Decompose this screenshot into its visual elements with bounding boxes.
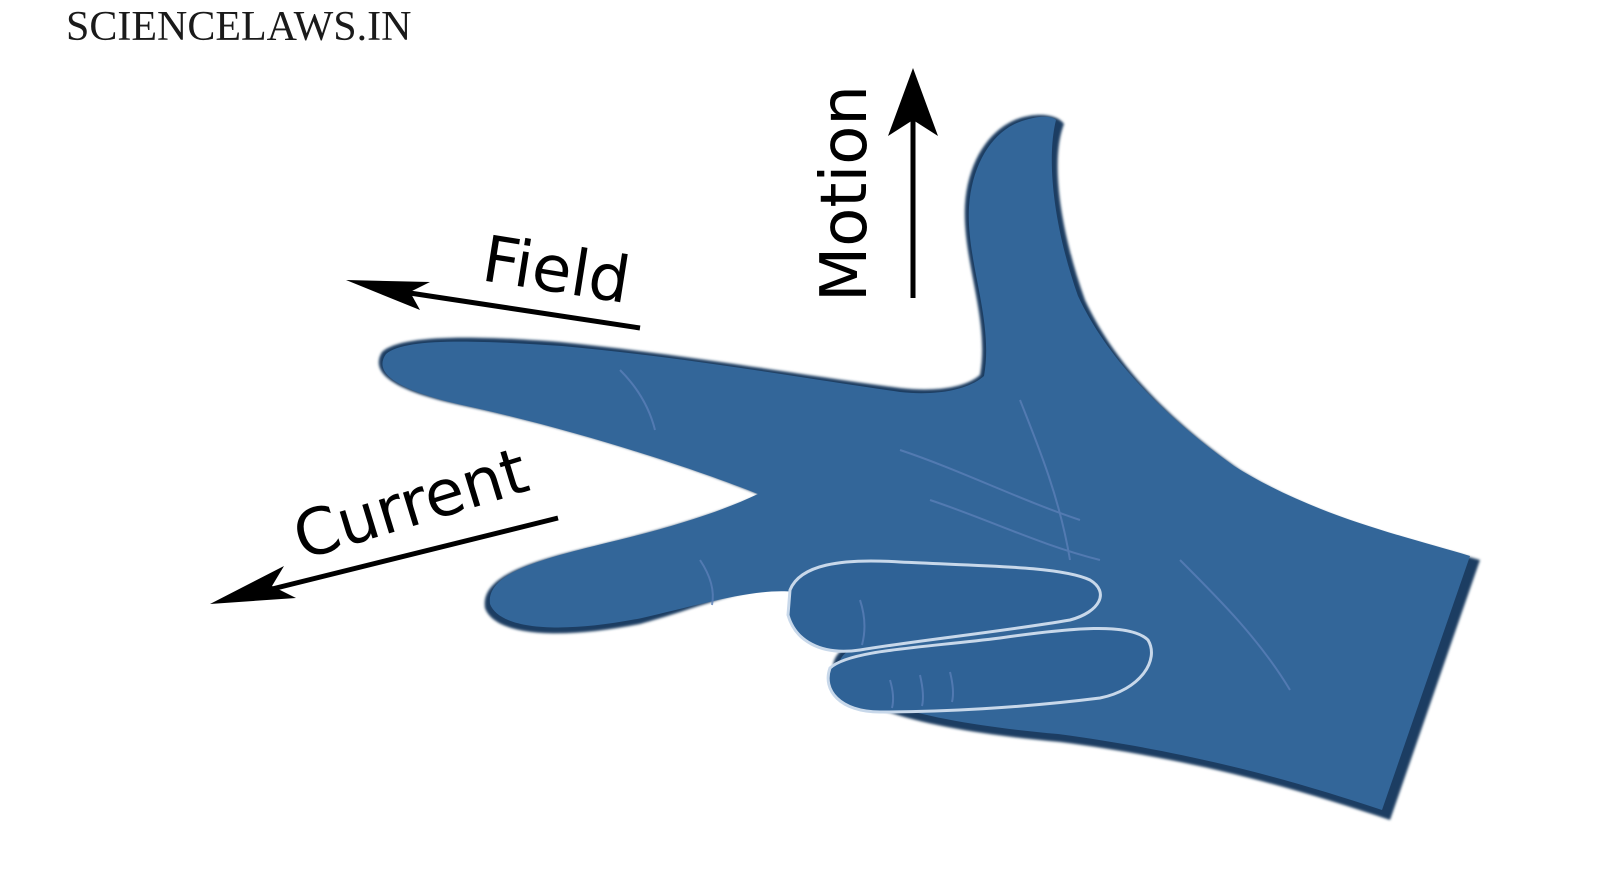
motion-arrow (888, 68, 938, 298)
curled-finger-upper (786, 559, 1102, 653)
site-watermark: SCIENCELAWS.IN (66, 4, 412, 50)
current-arrowhead (210, 566, 296, 604)
curled-finger-lower (826, 626, 1153, 714)
current-arrow (210, 515, 559, 604)
hand-illustration (378, 114, 1480, 821)
field-arrowhead (346, 280, 430, 310)
motion-arrowhead (888, 68, 938, 136)
hand-creases (619, 369, 1291, 709)
motion-label: Motion (808, 85, 882, 302)
hand-body (382, 116, 1470, 810)
field-arrow (346, 280, 641, 331)
